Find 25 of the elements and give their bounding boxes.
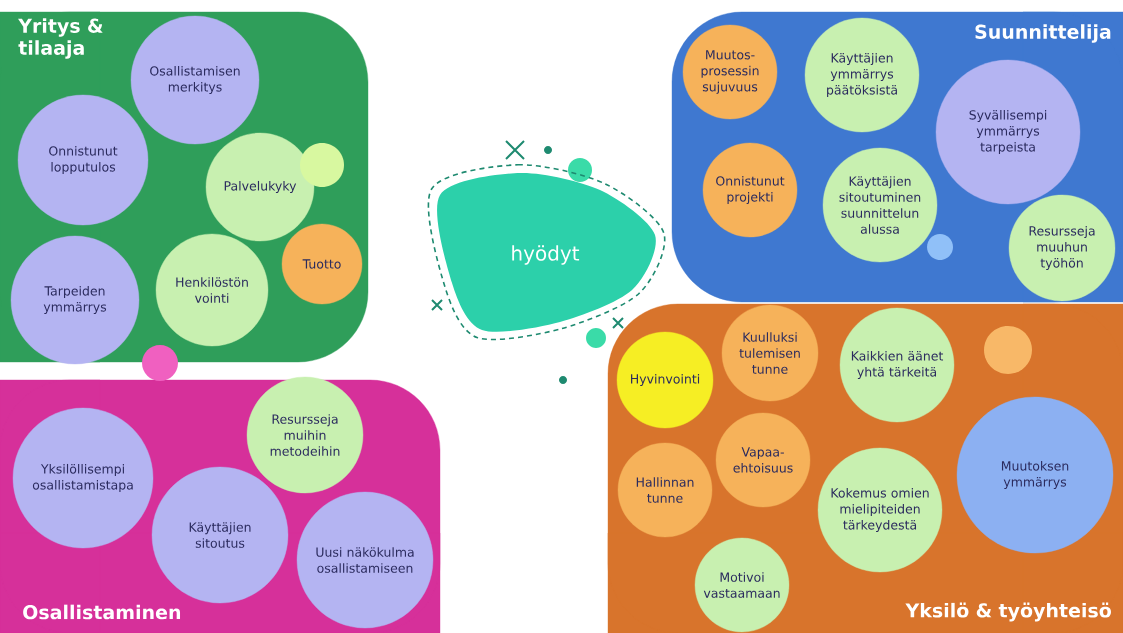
circle-bubble: Resursseja muihin metodeihin [246,376,364,494]
circle-bubble: Käyttäjien sitoutus [151,466,289,604]
circle-bubble: Osallistamisen merkitys [130,15,260,145]
circle-bubble: Hallinnan tunne [617,442,713,538]
circle-bubble: Yksilöllisempi osallistamistapa [12,407,154,549]
circle-bubble: Kaikkien äänet yhtä tärkeitä [839,307,955,423]
circle-bubble: Vapaa-ehtoisuus [715,412,811,508]
circle-bubble: Syvällisempi ymmärrys tarpeista [935,59,1081,205]
circle-bubble: Resursseja muuhun työhön [1008,194,1116,302]
circle-bubble: Motivoi vastaamaan [694,537,790,633]
circle-bubble: Onnistunut lopputulos [17,94,149,226]
circle-bubble: Käyttäjien sitoutuminen suunnittelun alussa [822,147,938,263]
circle-bubble: Henkilöstön vointi [155,233,269,347]
circle-bubble: Hyvinvointi [616,331,714,429]
center-blob: hyödyt [427,164,666,341]
circle-bubble: Onnistunut projekti [702,142,798,238]
circle-bubble: Uusi näkökulma osallistamiseen [296,491,434,629]
circle-bubble: Kokemus omien mielipiteiden tärkeydestä [817,447,943,573]
circle-bubble: Tarpeiden ymmärrys [10,235,140,365]
circle-bubble: Tuotto [281,223,363,305]
circle-bubble: Muutos-prosessin sujuvuus [682,24,778,120]
circle-bubble: Käyttäjien ymmärrys päätöksistä [804,17,920,133]
circle-bubble: Palvelukyky [205,132,315,242]
circle-bubble: Muutoksen ymmärrys [956,396,1114,554]
circle-bubble: Kuulluksi tulemisen tunne [721,304,819,402]
